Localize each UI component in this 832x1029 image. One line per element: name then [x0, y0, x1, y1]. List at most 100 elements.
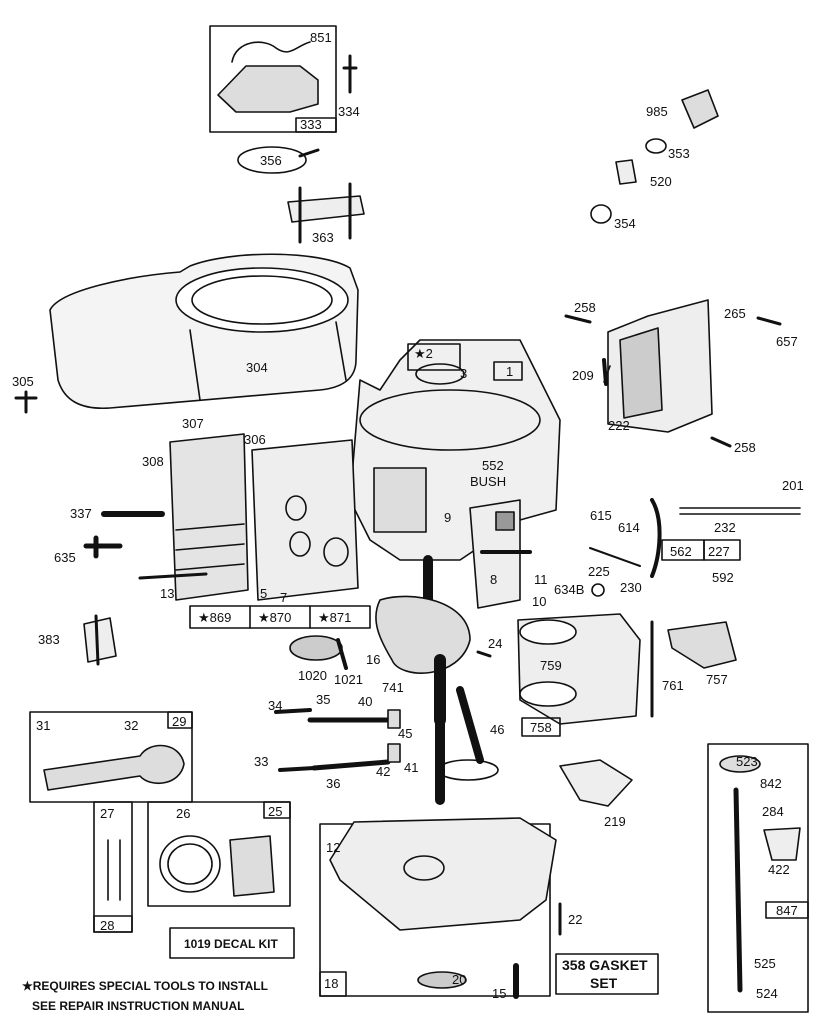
- callout-985: 985: [646, 104, 668, 119]
- camshaft: [435, 686, 499, 805]
- ground-wire-lead: [298, 148, 320, 158]
- callout-869: ★869: [198, 610, 231, 625]
- callout-759: 759: [540, 658, 562, 673]
- callout-741: 741: [382, 680, 404, 695]
- callout-524: 524: [756, 986, 778, 1001]
- armature-box-label-frame: [295, 117, 337, 133]
- blower-housing: [49, 253, 359, 410]
- callout-227: 227: [708, 544, 730, 559]
- callout-1020: 1020: [298, 668, 327, 683]
- part-985-shape: [681, 89, 719, 129]
- callout-8: 8: [490, 572, 497, 587]
- callout-305: 305: [12, 374, 34, 389]
- decal-kit-frame: [169, 927, 295, 959]
- engine-block: [349, 339, 561, 561]
- pin-24: [476, 650, 492, 658]
- armature-body: [217, 65, 319, 113]
- callout-24: 24: [488, 636, 502, 651]
- callout-230: 230: [620, 580, 642, 595]
- screw-305: [14, 390, 38, 414]
- footnote-line1: ★REQUIRES SPECIAL TOOLS TO INSTALL: [22, 979, 268, 993]
- footnote-line2: SEE REPAIR INSTRUCTION MANUAL: [32, 999, 244, 1013]
- piston-pin-box: [93, 801, 133, 933]
- callout-870: ★870: [258, 610, 291, 625]
- armature-wire: [231, 41, 311, 63]
- ground-wire-ring: [237, 146, 307, 174]
- bracket-363: [287, 182, 365, 244]
- dipstick-box: [707, 743, 809, 1013]
- armature-box: [209, 25, 337, 133]
- box-227: [703, 539, 741, 561]
- label-bush: BUSH: [470, 474, 506, 489]
- callout-284: 284: [762, 804, 784, 819]
- armature-group: [209, 25, 358, 133]
- callout-265: 265: [724, 306, 746, 321]
- callout-7: 7: [280, 590, 287, 605]
- callout-258-top: 258: [574, 300, 596, 315]
- callout-34: 34: [268, 698, 282, 713]
- valve-train: [274, 708, 401, 772]
- callout-525: 525: [754, 956, 776, 971]
- callout-11: 11: [534, 572, 548, 587]
- armature-screw: [342, 54, 358, 94]
- governor-lever: [650, 498, 662, 578]
- callout-15: 15: [492, 986, 506, 1001]
- callout-847: 847: [776, 903, 798, 918]
- callout-422: 422: [768, 862, 790, 877]
- callout-232: 232: [714, 520, 736, 535]
- block-label-2-frame: [407, 343, 461, 371]
- callout-363: 363: [312, 230, 334, 245]
- callout-33: 33: [254, 754, 268, 769]
- callout-201: 201: [782, 478, 804, 493]
- spring-209: [602, 358, 608, 386]
- callout-851: 851: [310, 30, 332, 45]
- callout-307: 307: [182, 416, 204, 431]
- callout-13: 13: [160, 586, 174, 601]
- piston-box: [147, 801, 291, 907]
- callout-219: 219: [604, 814, 626, 829]
- callout-337: 337: [70, 506, 92, 521]
- callout-9: 9: [444, 510, 451, 525]
- breather-assembly: [469, 499, 532, 609]
- callout-32: 32: [124, 718, 138, 733]
- callout-35: 35: [316, 692, 330, 707]
- gasket-set-line1: 358 GASKET: [562, 957, 648, 973]
- callout-552: 552: [482, 458, 504, 473]
- callout-2: ★2: [414, 346, 433, 361]
- gasket-set-line2: SET: [590, 975, 618, 991]
- callout-757: 757: [706, 672, 728, 687]
- callout-40: 40: [358, 694, 372, 709]
- callout-22: 22: [568, 912, 582, 927]
- link-232: [679, 507, 801, 515]
- seal-634b: [591, 583, 605, 597]
- callout-28: 28: [100, 918, 114, 933]
- callout-383: 383: [38, 632, 60, 647]
- shaft-225: [589, 547, 641, 567]
- callout-31: 31: [36, 718, 50, 733]
- callout-614: 614: [618, 520, 640, 535]
- screw-258b: [710, 436, 732, 448]
- sump-cover-758: [517, 613, 641, 737]
- governor-219: [559, 759, 633, 807]
- callout-304: 304: [246, 360, 268, 375]
- clip-265: [756, 316, 782, 326]
- callout-354: 354: [614, 216, 636, 231]
- callout-5: 5: [260, 586, 267, 601]
- callout-16: 16: [366, 652, 380, 667]
- callout-842: 842: [760, 776, 782, 791]
- callout-1021: 1021: [334, 672, 363, 687]
- tool-635: [83, 535, 123, 559]
- callout-42: 42: [376, 764, 390, 779]
- gasket-set-frame: [555, 953, 659, 995]
- block-label-1-frame: [493, 361, 523, 381]
- callout-25: 25: [268, 804, 282, 819]
- callout-523: 523: [736, 754, 758, 769]
- callout-306: 306: [244, 432, 266, 447]
- callout-356: 356: [260, 153, 282, 168]
- callout-258-bottom: 258: [734, 440, 756, 455]
- cylinder-head: [169, 433, 359, 601]
- callout-209: 209: [572, 368, 594, 383]
- kit-box-row: [189, 605, 371, 629]
